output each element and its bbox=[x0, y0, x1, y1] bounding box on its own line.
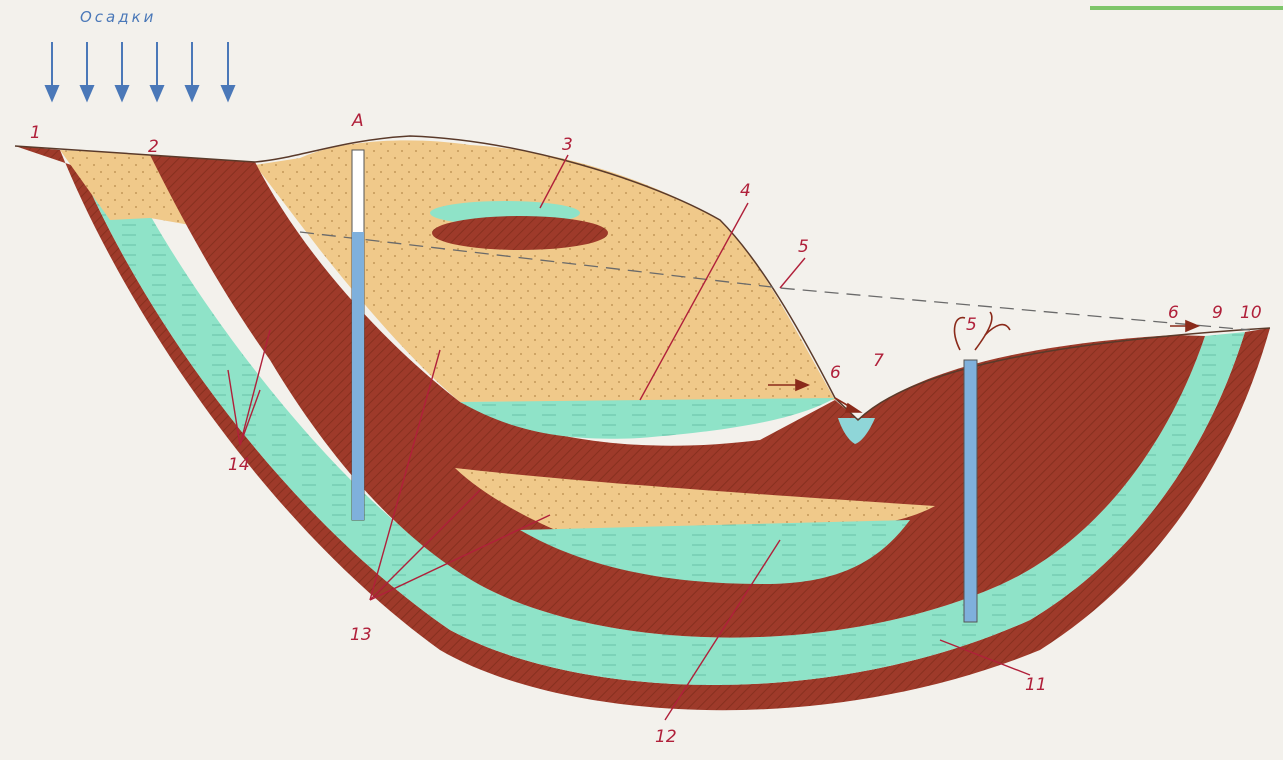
well-a-water bbox=[352, 232, 364, 520]
label-4: 4 bbox=[740, 181, 751, 201]
label-6-river: 6 bbox=[830, 363, 841, 383]
label-2: 2 bbox=[148, 137, 159, 157]
label-1: 1 bbox=[30, 123, 41, 143]
label-11: 11 bbox=[1025, 675, 1047, 695]
label-7: 7 bbox=[873, 351, 884, 371]
label-well-a: A bbox=[351, 111, 364, 131]
label-5-well: 5 bbox=[966, 315, 977, 335]
precipitation-label: Осадки bbox=[80, 8, 156, 26]
label-5-water-table: 5 bbox=[798, 237, 809, 257]
precipitation-arrows bbox=[46, 42, 234, 100]
label-9: 9 bbox=[1212, 303, 1223, 323]
label-12: 12 bbox=[655, 727, 677, 747]
perched-clay-lens bbox=[432, 216, 608, 250]
label-6-right: 6 bbox=[1168, 303, 1179, 323]
label-10: 10 bbox=[1240, 303, 1262, 323]
label-3: 3 bbox=[562, 135, 573, 155]
well-b bbox=[964, 360, 977, 622]
label-14: 14 bbox=[228, 455, 250, 475]
label-13: 13 bbox=[350, 625, 372, 645]
